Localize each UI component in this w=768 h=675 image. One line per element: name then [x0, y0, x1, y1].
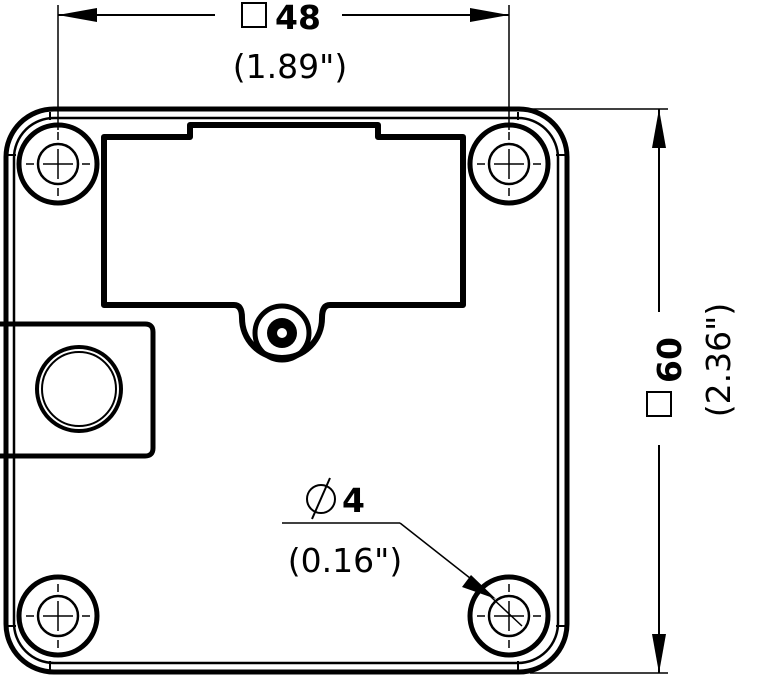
housing-outer-edge: [3, 106, 570, 675]
square-symbol-icon: [241, 2, 267, 28]
side-port-inner: [41, 351, 117, 427]
side-port-outer: [35, 345, 123, 433]
mounting-hole-top-left: [16, 122, 100, 206]
height-imperial: (2.36"): [699, 303, 738, 417]
arrowhead-left: [58, 8, 97, 22]
hole-imperial: (0.16"): [288, 541, 402, 580]
height-value: 60: [650, 337, 689, 383]
width-dimension: 48 (1.89"): [57, 0, 510, 130]
height-dimension: 60 (2.36"): [530, 108, 738, 674]
hole-diameter-callout: 4 (0.16"): [282, 477, 523, 627]
housing-inner-edge: [12, 116, 560, 665]
center-boss-hole: [277, 328, 287, 338]
leader-arrowhead: [462, 575, 496, 599]
center-boss-ring: [252, 303, 312, 363]
housing: [3, 106, 570, 675]
width-value: 48: [275, 0, 321, 37]
width-imperial: (1.89"): [233, 47, 347, 86]
mounting-hole-bottom-left: [16, 574, 100, 658]
arrowhead-bottom: [652, 634, 666, 673]
mounting-hole-top-right: [467, 122, 551, 206]
arrowhead-right: [470, 8, 509, 22]
square-symbol-icon: [646, 391, 672, 417]
side-tab: [0, 321, 156, 459]
leader-line: [399, 522, 476, 583]
arrowhead-top: [652, 109, 666, 148]
mounting-hole-bottom-right: [467, 574, 551, 658]
diameter-symbol-icon: [306, 484, 336, 514]
hole-value: 4: [342, 481, 365, 520]
